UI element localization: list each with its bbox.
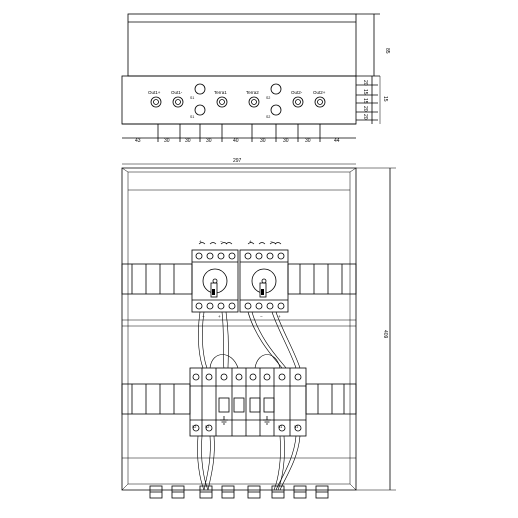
top-bottom-dim-ticks xyxy=(157,124,321,142)
switch-knob-s1-lower-icon xyxy=(194,104,206,116)
dim-right-20-c: 20 xyxy=(362,114,368,120)
polarity-bottom-1: − xyxy=(202,314,205,319)
module-tag-4: S1 xyxy=(294,425,298,429)
dim-30-e: 30 xyxy=(283,138,289,144)
connector-out2-plus-icon xyxy=(314,96,326,108)
dim-30-d: 30 xyxy=(260,138,266,144)
polarity-bottom-3: − xyxy=(260,314,263,319)
dim-40: 40 xyxy=(233,138,239,144)
switch-knob-s1-upper-icon xyxy=(194,83,206,95)
label-terra1: Terra1 xyxy=(214,90,227,95)
din-rail-upper xyxy=(121,263,357,295)
dim-right-20-a: 20 xyxy=(362,80,368,86)
top-view xyxy=(121,13,381,142)
cable-glands xyxy=(149,485,329,499)
dim-44: 44 xyxy=(334,138,340,144)
module-tag-2: S2 xyxy=(205,425,209,429)
switch-disconnector-s2 xyxy=(239,242,289,313)
dim-height-409: 409 xyxy=(382,330,388,339)
switch-disconnector-s1 xyxy=(191,242,239,313)
dim-right-15-b: 15 xyxy=(362,98,368,104)
dim-43: 43 xyxy=(135,138,141,144)
label-s1-lower: S1 xyxy=(190,115,194,119)
label-s1-upper: S1 xyxy=(190,96,194,100)
switch-knob-s2-lower-icon xyxy=(270,104,282,116)
module-tag-1: S2 xyxy=(192,425,196,429)
top-switch-knobs xyxy=(194,83,282,116)
connector-out1-plus-icon xyxy=(150,96,162,108)
front-view xyxy=(121,163,396,499)
label-s2-upper: S2 xyxy=(266,96,270,100)
front-view-labels: 297 409 + − + − − + − + S2 S2 S1 S1 xyxy=(192,158,388,429)
top-view-lid xyxy=(127,13,357,77)
dim-30-b: 30 xyxy=(185,138,191,144)
front-view-enclosure xyxy=(121,167,357,491)
polarity-top-3: + xyxy=(249,239,252,244)
label-s2-lower: S2 xyxy=(266,115,270,119)
lower-module-row xyxy=(189,367,307,437)
polarity-bottom-4: + xyxy=(278,314,281,319)
label-out2-minus: Out2- xyxy=(291,90,303,95)
label-out1-plus: Out1+ xyxy=(148,90,161,95)
label-terra2: Terra2 xyxy=(246,90,259,95)
polarity-top-4: − xyxy=(270,239,273,244)
module-tag-3: S1 xyxy=(278,425,282,429)
label-out1-minus: Out1- xyxy=(171,90,183,95)
polarity-top-2: − xyxy=(220,239,223,244)
wiring xyxy=(197,311,301,491)
dim-width-297: 297 xyxy=(233,158,242,164)
top-view-bottom-dimensions: 43 30 30 30 40 30 30 30 44 xyxy=(135,138,340,144)
top-connectors xyxy=(150,96,326,108)
din-rail-lower xyxy=(121,383,357,415)
dim-30-f: 30 xyxy=(305,138,311,144)
polarity-bottom-2: + xyxy=(218,314,221,319)
dim-85: 85 xyxy=(384,48,390,54)
dim-right-15-outer: 15 xyxy=(382,96,388,102)
connector-out1-minus-icon xyxy=(172,96,184,108)
dim-right-20-b: 20 xyxy=(362,106,368,112)
label-out2-plus: Out2+ xyxy=(313,90,326,95)
dim-30-c: 30 xyxy=(206,138,212,144)
polarity-top-1: + xyxy=(199,239,202,244)
dim-30-a: 30 xyxy=(164,138,170,144)
connector-out2-minus-icon xyxy=(292,96,304,108)
dim-right-15-a: 15 xyxy=(362,89,368,95)
top-view-right-dimensions: 85 20 15 15 20 20 15 xyxy=(362,48,390,120)
top-view-labels: Out1+ Out1- Terra1 Terra2 Out2- Out2+ S1… xyxy=(148,90,326,119)
connector-terra1-icon xyxy=(216,96,228,108)
connector-terra2-icon xyxy=(248,96,260,108)
switch-knob-s2-upper-icon xyxy=(270,83,282,95)
